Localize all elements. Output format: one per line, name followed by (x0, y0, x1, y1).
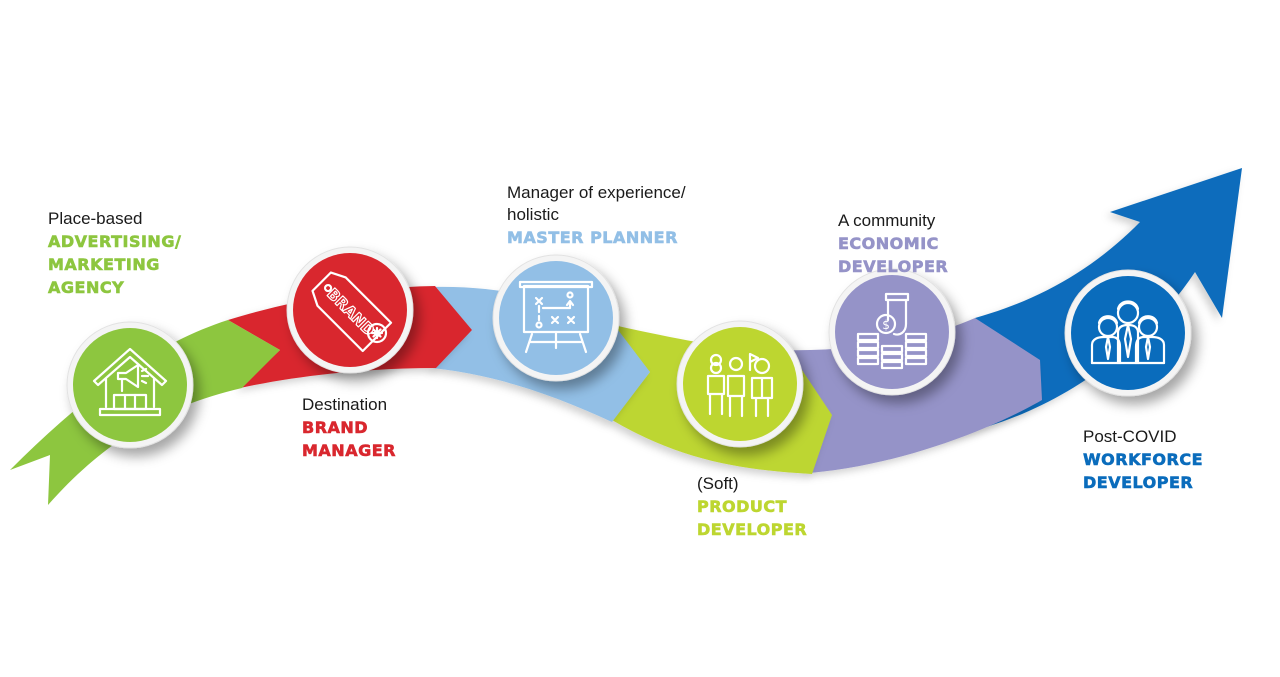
badge-fill (683, 327, 797, 441)
stage-prefix: Manager of experience/ (507, 183, 686, 202)
stage-badge-workforce (1064, 269, 1192, 397)
svg-text:$: $ (882, 318, 890, 332)
stage-label-advertising: Place-based ADVERTISING/ MARKETING AGENC… (48, 208, 181, 299)
stage-label-brand: Destination BRAND MANAGER (302, 394, 396, 462)
stage-title-line: MARKETING (48, 255, 160, 275)
stage-label-workforce: Post-COVID WORKFORCE DEVELOPER (1083, 426, 1203, 494)
stage-prefix: A community (838, 211, 936, 230)
stage-title-line: ECONOMIC (838, 234, 939, 254)
people-tour-guide-icon (706, 352, 774, 418)
stage-title-line: DEVELOPER (697, 520, 808, 540)
team-workers-icon (1090, 300, 1166, 365)
stage-title-line: DEVELOPER (1083, 473, 1194, 493)
stage-prefix: Destination (302, 395, 388, 414)
stage-badge-advertising (66, 321, 194, 449)
stage-title-line: MASTER PLANNER (507, 228, 678, 248)
stage-title-line: PRODUCT (697, 497, 788, 517)
stage-badge-product (676, 320, 804, 448)
stage-label-planner: Manager of experience/ holistic MASTER P… (507, 182, 686, 249)
stage-prefix: (Soft) (697, 474, 739, 493)
house-megaphone-icon (92, 347, 168, 417)
stage-label-product: (Soft) PRODUCT DEVELOPER (697, 473, 807, 541)
hand-coins-icon: $ (856, 292, 928, 370)
stage-title-line: DEVELOPER (838, 257, 949, 277)
stage-badge-planner (492, 254, 620, 382)
stage-badge-brand: BRAND (286, 246, 414, 374)
stage-prefix: Place-based (48, 209, 143, 228)
badge-fill (73, 328, 187, 442)
stage-prefix: holistic (507, 205, 559, 224)
stage-title-line: AGENCY (48, 278, 125, 298)
stage-label-economic: A community ECONOMIC DEVELOPER (838, 210, 948, 278)
badge-fill (1071, 276, 1185, 390)
stage-title-line: WORKFORCE (1083, 450, 1203, 470)
stage-title-line: MANAGER (302, 441, 396, 461)
stage-badge-economic: $ (828, 268, 956, 396)
stage-title-line: BRAND (302, 418, 369, 438)
stage-prefix: Post-COVID (1083, 427, 1177, 446)
stage-badges: BRAND $ (66, 246, 1192, 449)
stage-title-line: ADVERTISING/ (48, 232, 182, 252)
strategy-board-icon (518, 280, 594, 354)
